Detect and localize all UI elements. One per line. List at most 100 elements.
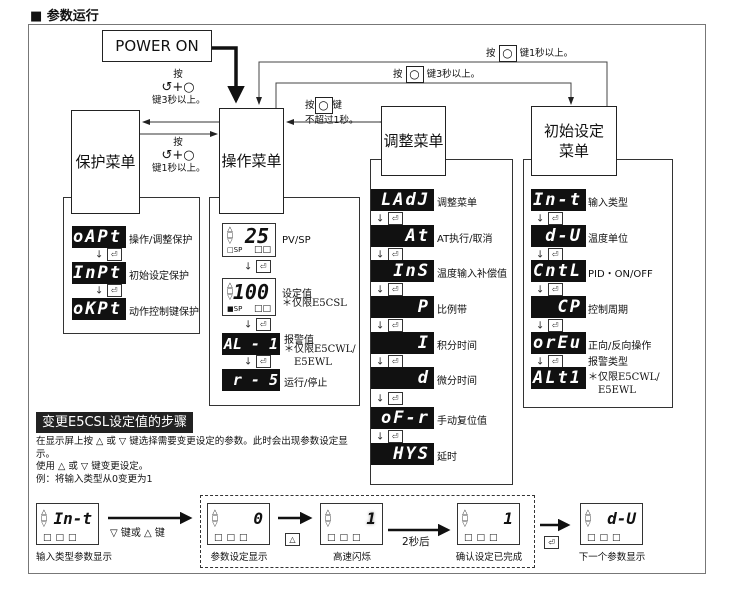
led-display: d-U: [531, 225, 586, 247]
led-display: oKPt: [72, 298, 126, 320]
press-text: 按: [486, 48, 496, 59]
item-note: ＊仅限E5CWL/: [284, 344, 356, 355]
enter-key-icon: ⏎: [547, 247, 563, 261]
item-label: 温度输入补偿值: [437, 269, 507, 280]
sp-indicator: ■SP: [227, 305, 243, 313]
display-value: In-t: [53, 509, 92, 528]
led-display: r - 5: [222, 369, 280, 391]
duration-text: 键3秒以上。: [152, 95, 206, 106]
power-on-box: POWER ON: [102, 30, 212, 62]
up-down-keys-icon: △□▽: [226, 225, 234, 245]
initial-to-operation-line: [256, 61, 608, 106]
enter-key-icon: ⏎: [387, 319, 403, 332]
down-arrow-icon: ↓ ⏎: [376, 354, 403, 368]
up-down-keys-icon: △□▽: [226, 281, 234, 301]
item-label: AT执行/取消: [437, 234, 493, 245]
to-adjust-label: 按○键 不超过1秒。: [305, 97, 359, 127]
item-label: 延时: [437, 452, 457, 463]
led-display: CP: [531, 296, 586, 318]
down-arrow-icon: ↓ ⏎: [536, 283, 563, 296]
enter-key-icon: ⏎: [547, 319, 563, 332]
duration-text: 键1秒以上。: [519, 48, 574, 59]
step-arrow-label: ▽ 键或 △ 键: [110, 528, 165, 539]
down-arrow-icon: ↓ ⏎: [376, 319, 403, 332]
item-label: 动作控制键保护: [129, 307, 199, 318]
procedure-heading: 变更E5CSL设定值的步骤: [36, 412, 194, 433]
pv-sp-display: △□▽ 25 □SP □□: [222, 223, 276, 257]
item-label: 调整菜单: [437, 198, 477, 209]
item-label: 报警类型: [588, 357, 628, 368]
step-display: △□▽ d-U □□□: [580, 503, 643, 545]
to-protect-label: 按 ↺+○ 键3秒以上。: [152, 68, 206, 107]
press-text: 按: [393, 69, 403, 80]
down-arrow-icon: ↓ ⏎: [376, 212, 403, 225]
enter-key-icon: ⏎: [387, 392, 403, 405]
item-label: 温度单位: [588, 234, 628, 245]
step-caption: 确认设定已完成: [455, 552, 523, 563]
item-note: E5EWL: [294, 357, 332, 368]
item-label: 微分时间: [437, 376, 477, 387]
item-label: 操作/调整保护: [129, 235, 193, 246]
example-line: 例：将输入类型从0变更为1: [36, 473, 153, 485]
item-label: PID・ON/OFF: [588, 269, 653, 280]
enter-key-icon: ⏎: [547, 283, 563, 296]
led-display: AL - 1: [222, 333, 280, 355]
item-label: 控制周期: [588, 305, 628, 316]
diagram-frame: [28, 24, 706, 574]
enter-key-icon: ⏎: [547, 212, 563, 225]
step-display: △□▽ In-t □□□: [36, 503, 99, 545]
item-label: 比例带: [437, 305, 467, 316]
display-value: 1: [366, 509, 376, 528]
sp-text: SP: [233, 246, 243, 254]
step-arrow-label: 2秒后: [402, 536, 430, 548]
duration-text: 不超过1秒。: [305, 115, 359, 126]
operation-to-initial-line: [275, 82, 574, 108]
down-arrow-icon: ↓ ⏎: [536, 247, 563, 261]
section-title: ■ 参数运行: [30, 9, 99, 24]
indicator-lamps: □□□: [464, 533, 502, 543]
enter-key-icon: ⏎: [106, 248, 122, 261]
press-text: 按: [173, 137, 183, 148]
from-initial-label: 按 ○ 键1秒以上。: [486, 45, 573, 62]
item-label: 运行/停止: [284, 378, 328, 389]
indicator-lamps: □□□: [587, 533, 625, 543]
step-display: △□▽ 1 □□□: [457, 503, 520, 545]
enter-key-icon: ⏎: [387, 430, 403, 443]
item-label: 设定值: [282, 289, 312, 300]
enter-key-icon: ⏎: [387, 212, 403, 225]
down-arrow-icon: ↓ ⏎: [536, 319, 563, 332]
led-display: oAPt: [72, 226, 126, 248]
display-value: 25: [244, 224, 269, 248]
item-label: 手动复位值: [437, 416, 487, 427]
operation-menu-box: 操作菜单: [219, 108, 284, 214]
mode-key-icon: ○: [314, 97, 333, 114]
adjust-menu-box: 调整菜单: [381, 106, 446, 176]
item-note: ＊仅限E5CSL: [282, 298, 347, 309]
down-arrow-icon: ↓ ⏎: [376, 247, 403, 261]
mode-key-icon: ○: [405, 66, 424, 83]
item-note: E5EWL: [598, 385, 636, 396]
sp-indicator: □SP: [227, 246, 243, 254]
enter-key-icon: ⏎: [387, 354, 403, 368]
duration-text: 键1秒以上。: [152, 163, 206, 174]
item-label: 报警值: [284, 335, 314, 346]
key-combo: ↺+○: [161, 80, 195, 95]
down-arrow-icon: ↓ ⏎: [95, 248, 122, 261]
led-display: orEu: [531, 332, 586, 354]
led-display: InPt: [72, 262, 126, 284]
step-caption: 输入类型参数显示: [36, 552, 113, 563]
enter-key-icon: ⏎: [387, 247, 403, 261]
display-value: d-U: [607, 509, 636, 528]
indicator-lamps: □□: [253, 304, 271, 314]
initial-setting-menu-box: 初始设定 菜单: [531, 106, 617, 176]
procedure-text: 在显示屏上按 △ 或 ▽ 键选择需要变更设定的参数。此时会出现参数设定显示。 使…: [36, 436, 366, 486]
sp-text: SP: [233, 305, 243, 313]
indicator-lamps: □□□: [327, 533, 365, 543]
down-arrow-icon: ↓ ⏎: [376, 430, 403, 443]
setting-change-group: [200, 495, 535, 568]
press-text: 按: [305, 100, 315, 111]
key-text: 键: [332, 100, 343, 111]
item-label: PV/SP: [282, 235, 311, 246]
